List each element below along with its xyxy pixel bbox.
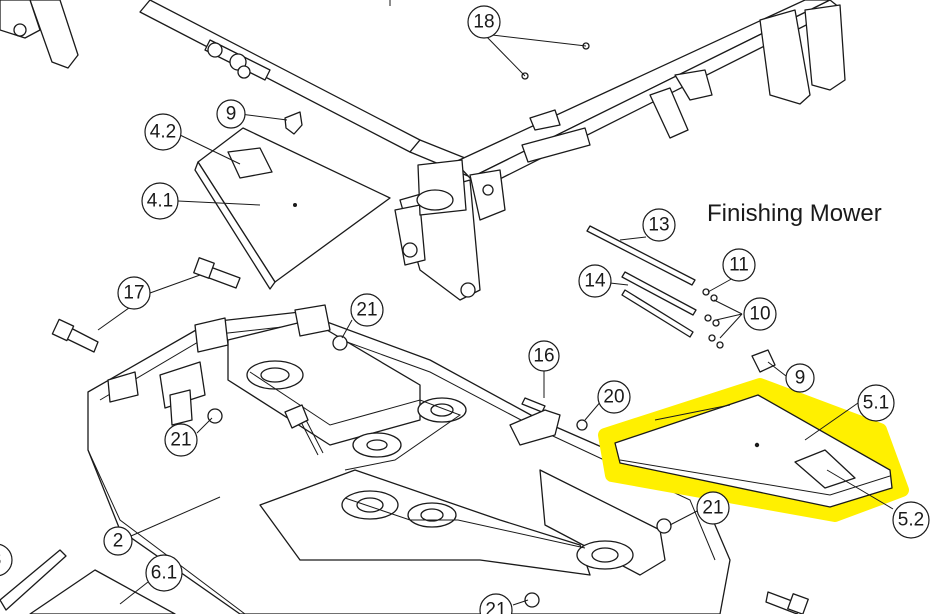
rods-13-14 — [586, 225, 724, 349]
callout-20: 20 — [597, 380, 631, 414]
callout-21-top: 21 — [350, 293, 384, 327]
svg-text:20: 20 — [603, 387, 624, 408]
callout-17: 17 — [117, 276, 151, 310]
mower-deck — [0, 304, 809, 614]
callout-4-2: 4.2 — [144, 113, 182, 151]
svg-text:14: 14 — [584, 271, 606, 292]
svg-text:21: 21 — [702, 498, 723, 519]
callout-5-2: 5.2 — [892, 501, 930, 539]
svg-text:10: 10 — [749, 304, 770, 325]
callout-4-1: 4.1 — [141, 182, 179, 220]
callout-21-right: 21 — [696, 491, 730, 525]
svg-text:5.1: 5.1 — [863, 393, 889, 414]
callout-14: 14 — [578, 264, 612, 298]
bolts-17 — [51, 257, 241, 353]
belt-cover-left — [194, 127, 391, 290]
chassis-frame — [0, 0, 846, 301]
svg-text:5.2: 5.2 — [898, 510, 924, 531]
svg-text:4.1: 4.1 — [147, 191, 173, 212]
callout-2: 2 — [103, 526, 133, 556]
clip-9-left — [284, 111, 303, 135]
callout-10: 10 — [743, 297, 777, 331]
clip-9-right — [751, 349, 776, 373]
callout-9-clip-left: 9 — [216, 99, 246, 129]
svg-text:21: 21 — [170, 430, 191, 451]
callout-18: 18 — [467, 5, 501, 39]
callout-13: 13 — [642, 208, 676, 242]
svg-text:21: 21 — [485, 600, 506, 614]
callout-21-left: 21 — [164, 423, 198, 457]
callout-6-1: 6.1 — [145, 554, 183, 592]
callout-9-clip-right: 9 — [785, 363, 815, 393]
svg-text:21: 21 — [356, 300, 377, 321]
svg-text:9: 9 — [795, 368, 806, 389]
svg-text:17: 17 — [123, 283, 144, 304]
callout-21-bottom: 21 — [479, 593, 513, 614]
svg-text:9: 9 — [226, 104, 237, 125]
diagram-title: Finishing Mower — [707, 200, 882, 227]
callout-8: 8 — [0, 543, 13, 577]
svg-text:18: 18 — [473, 12, 494, 33]
svg-text:6.1: 6.1 — [151, 563, 177, 584]
svg-text:8: 8 — [0, 550, 1, 571]
belt-cover-right-highlighted — [598, 378, 909, 522]
callout-5-1: 5.1 — [857, 384, 895, 422]
svg-text:11: 11 — [729, 255, 749, 276]
callout-16: 16 — [528, 340, 560, 372]
callouts: 18 9 4.2 4.1 13 11 14 10 — [0, 5, 930, 614]
callout-11: 11 — [722, 248, 756, 282]
svg-text:2: 2 — [113, 531, 124, 552]
svg-text:16: 16 — [533, 346, 554, 367]
svg-text:13: 13 — [648, 215, 669, 236]
svg-text:4.2: 4.2 — [150, 122, 176, 143]
